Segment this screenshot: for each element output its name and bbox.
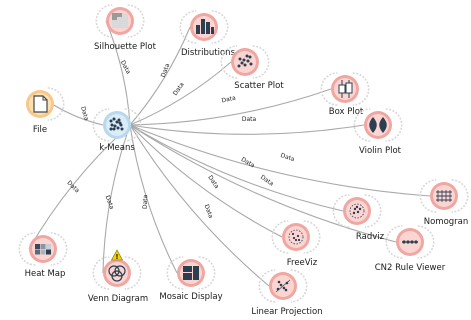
link-kmeans-to-scatter[interactable] — [129, 61, 232, 126]
link-kmeans-to-cn2[interactable] — [129, 124, 397, 243]
node-distributions[interactable] — [179, 10, 229, 44]
node-mosaic-label: Mosaic Display — [159, 292, 222, 302]
link-label-violin: Data — [242, 116, 257, 123]
link-label-mosaic: Data — [142, 194, 150, 209]
node-boxplot[interactable] — [320, 72, 370, 106]
freeviz-icon — [288, 229, 304, 245]
node-nomogram-label: Nomogran — [424, 217, 469, 227]
node-venn-label: Venn Diagram — [88, 294, 148, 304]
node-freeviz-label: FreeViz — [287, 258, 318, 268]
link-label-linproj: Data — [203, 204, 215, 220]
link-kmeans-to-violin[interactable] — [129, 124, 365, 135]
linear-projection-icon — [275, 279, 291, 293]
node-cn2[interactable] — [385, 225, 435, 259]
heat-map-icon — [35, 244, 51, 255]
node-radviz[interactable] — [332, 194, 382, 228]
node-cn2-label: CN2 Rule Viewer — [375, 263, 446, 273]
mosaic-display-icon — [183, 266, 199, 280]
link-label-boxplot: Data — [221, 95, 237, 105]
cn2-rule-viewer-icon — [402, 240, 418, 244]
node-silhouette-label: Silhouette Plot — [94, 42, 157, 52]
node-scatter-label: Scatter Plot — [234, 81, 284, 91]
node-mosaic[interactable] — [166, 256, 216, 290]
link-file-to-kmeans[interactable] — [51, 103, 104, 126]
link-kmeans-to-radviz[interactable] — [129, 124, 344, 212]
link-kmeans-to-nomogram[interactable] — [129, 124, 431, 197]
node-heatmap[interactable] — [18, 232, 68, 266]
nodes-layer: File k-Means Silhouette PlotDistributionsS… — [18, 4, 469, 317]
node-scatter[interactable] — [220, 45, 270, 79]
node-violin-label: Violin Plot — [359, 146, 402, 156]
node-freeviz[interactable] — [271, 220, 321, 254]
node-linproj[interactable] — [258, 269, 308, 303]
radviz-icon — [349, 203, 365, 219]
link-kmeans-to-venn[interactable] — [102, 124, 131, 274]
node-radviz-label: Radviz — [356, 232, 385, 242]
node-heatmap-label: Heat Map — [25, 269, 66, 279]
node-file[interactable] — [26, 87, 65, 121]
box-plot-icon — [338, 80, 353, 98]
link-kmeans-to-boxplot[interactable] — [129, 88, 332, 126]
node-violin[interactable] — [353, 108, 403, 142]
kmeans-icon — [109, 117, 124, 131]
link-label-venn: Data — [104, 195, 116, 211]
node-kmeans-label: k-Means — [99, 143, 135, 153]
node-kmeans[interactable] — [92, 108, 142, 142]
scatter-plot-icon — [237, 54, 253, 68]
node-linproj-label: Linear Projection — [251, 307, 322, 317]
nomogram-icon — [436, 190, 452, 202]
venn-diagram-icon — [108, 265, 126, 282]
link-label-scatter: Data — [172, 81, 186, 97]
silhouette-plot-icon — [112, 13, 128, 28]
distributions-icon — [196, 19, 214, 34]
node-silhouette[interactable] — [95, 4, 145, 38]
link-kmeans-to-freeviz[interactable] — [129, 124, 283, 238]
violin-plot-icon — [369, 117, 387, 133]
link-label-distributions: Data — [160, 62, 172, 78]
link-kmeans-to-silhouette[interactable] — [105, 20, 131, 126]
link-label-freeviz: Data — [206, 174, 220, 190]
file-icon — [33, 95, 48, 113]
node-distributions-label: Distributions — [181, 48, 236, 58]
node-nomogram[interactable] — [419, 179, 469, 213]
link-label-file: Data — [79, 106, 90, 122]
link-label-nomogram: Data — [280, 152, 296, 163]
node-boxplot-label: Box Plot — [329, 107, 364, 117]
link-kmeans-to-mosaic[interactable] — [129, 124, 178, 274]
link-kmeans-to-linproj[interactable] — [129, 124, 270, 287]
node-venn[interactable]: ! — [92, 249, 142, 290]
node-file-label: File — [33, 125, 47, 135]
link-label-cn2: Data — [240, 156, 256, 169]
link-label-radviz: Data — [259, 174, 275, 188]
